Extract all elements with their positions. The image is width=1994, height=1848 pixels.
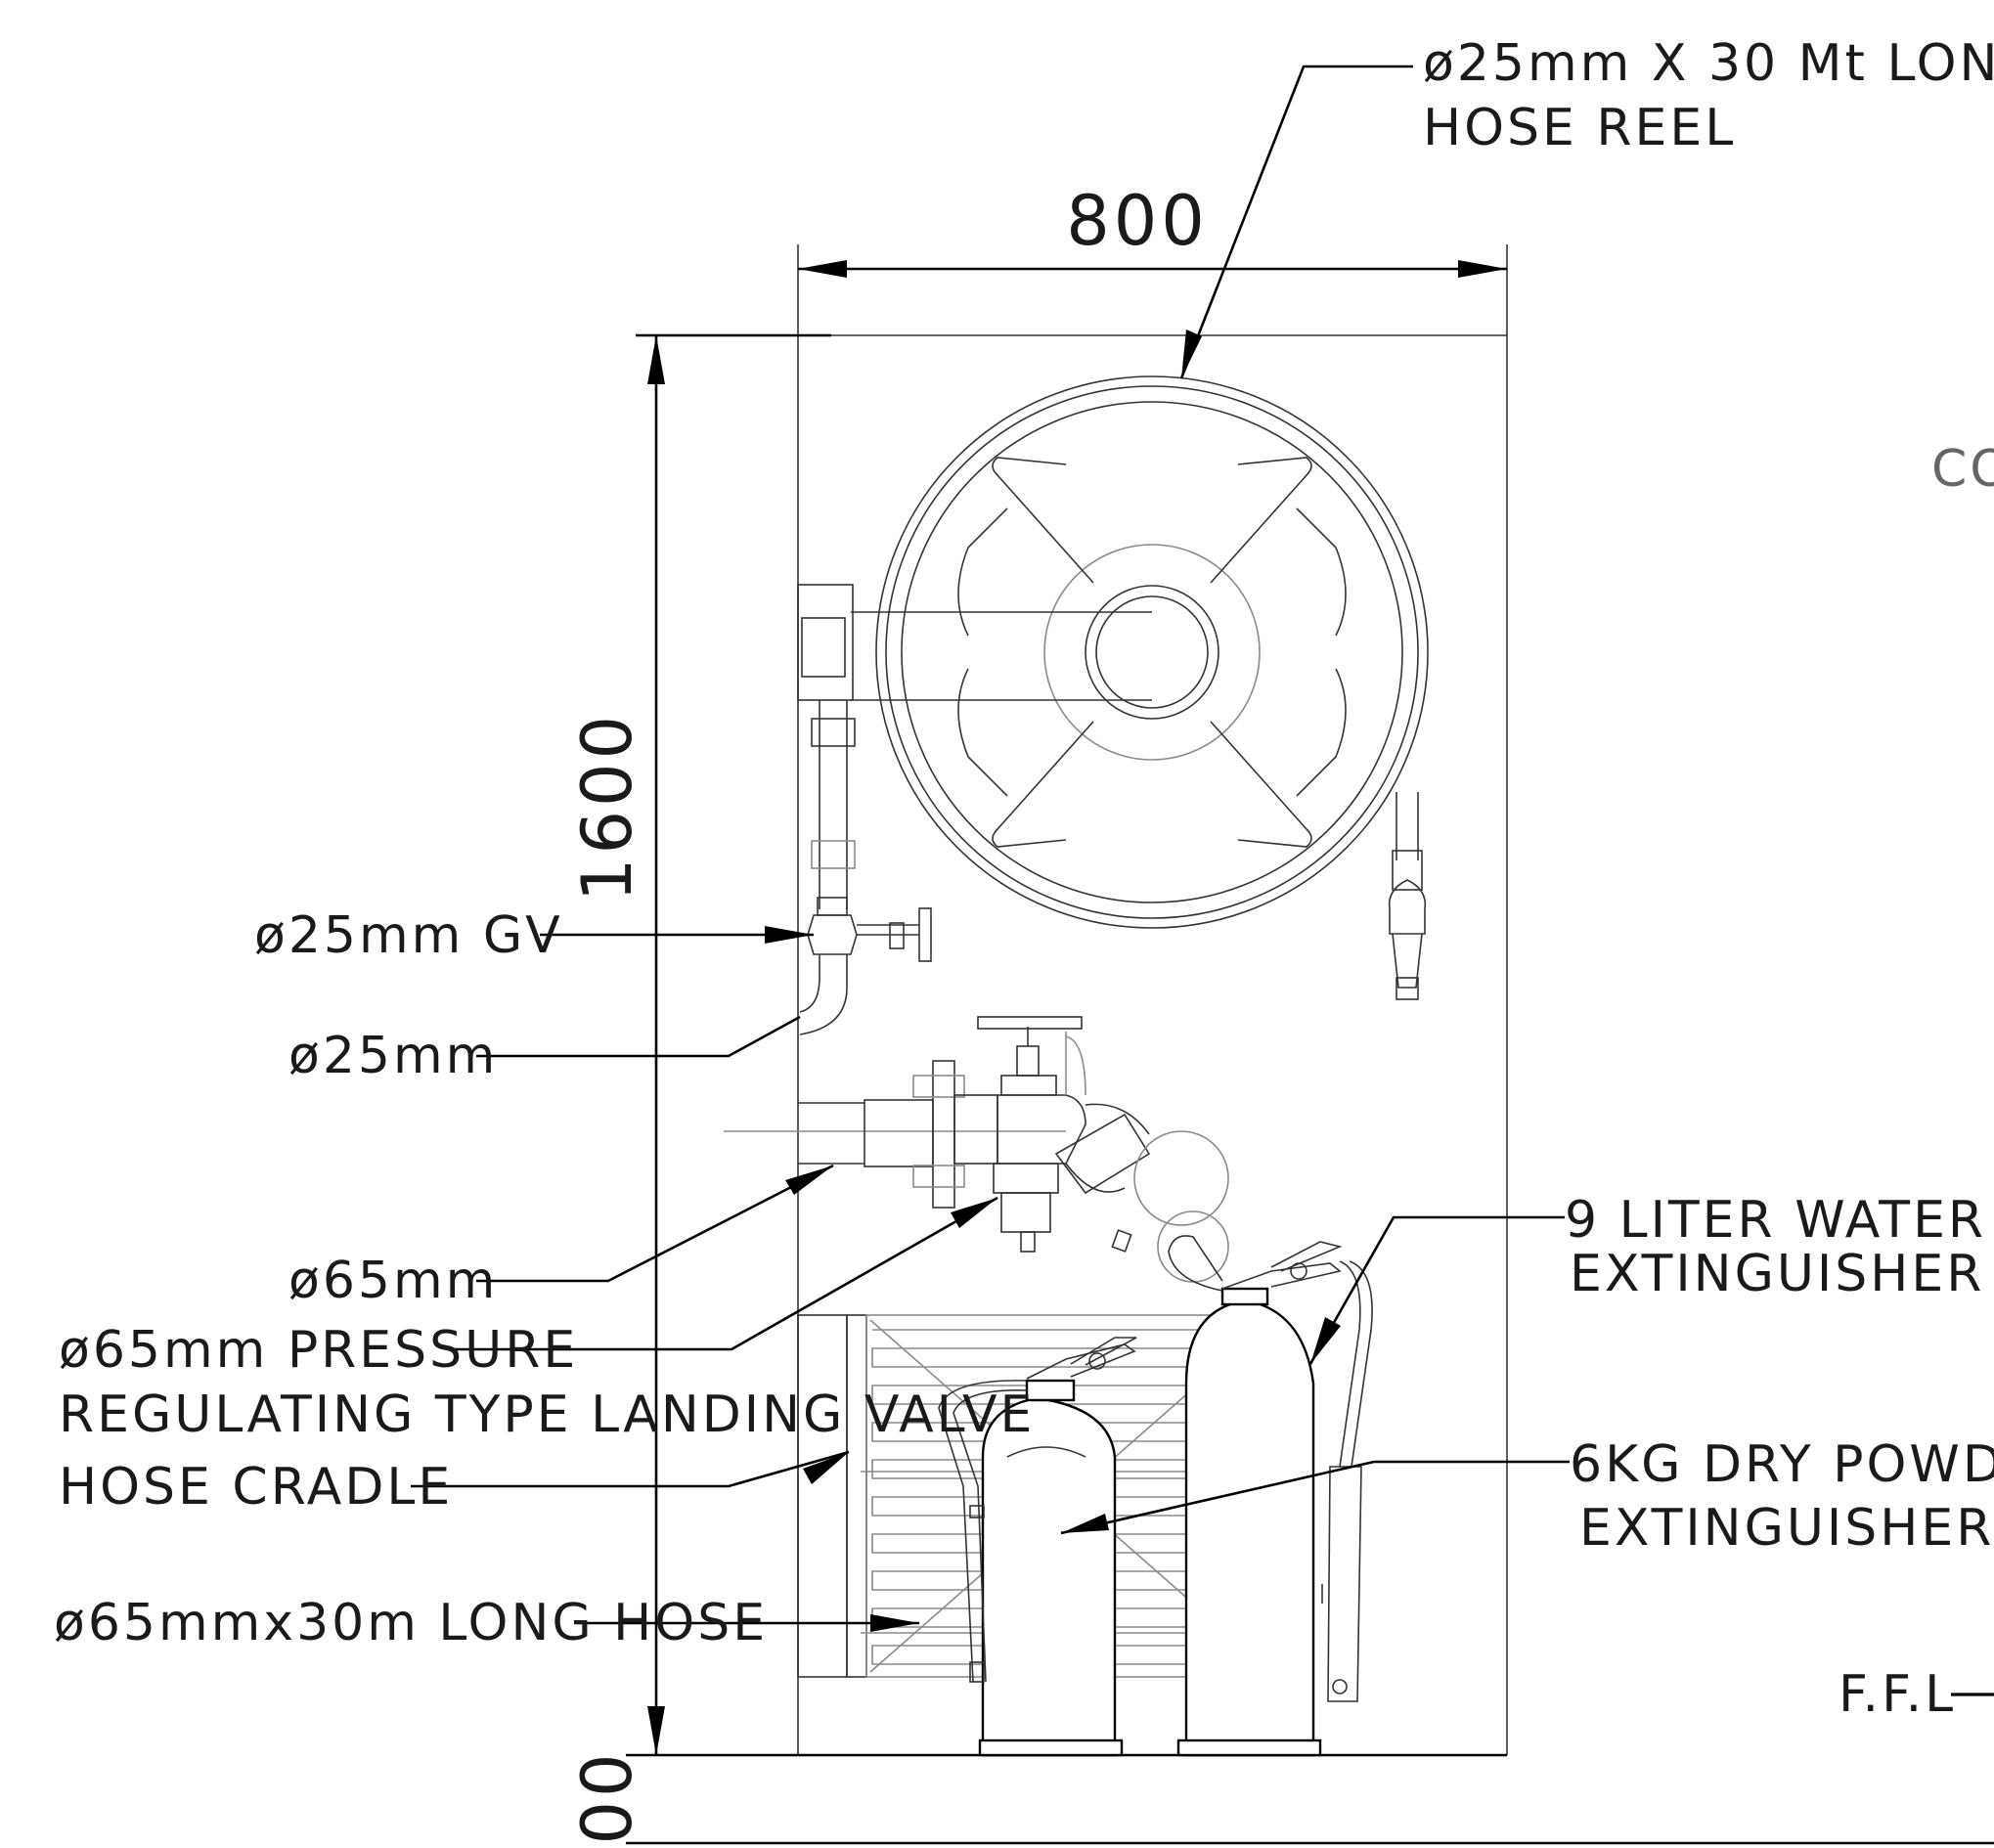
- hose-reel-label-line2: HOSE REEL: [1423, 99, 1736, 157]
- pipe-25-label: ø25mm: [288, 1027, 498, 1085]
- leader-long-hose: [577, 1614, 919, 1632]
- gate-valve-25mm: [799, 897, 932, 1035]
- landing-valve-65mm: [724, 1016, 1229, 1283]
- bottom-dimension-fragment: 00: [567, 1749, 647, 1844]
- water-extinguisher: [1168, 1235, 1373, 1757]
- water-extinguisher-label-line1: 9 LITER WATER: [1565, 1191, 1986, 1250]
- leader-powder-extinguisher: [1060, 1460, 1570, 1535]
- dry-powder-extinguisher: [938, 1337, 1137, 1757]
- height-dimension-value: 1600: [567, 712, 647, 902]
- leader-pipe-65: [476, 1164, 834, 1283]
- landing-valve-label-line1: ø65mm PRESSURE: [59, 1321, 578, 1380]
- landing-valve-label-line2: REGULATING TYPE LANDING VALVE: [59, 1386, 1035, 1444]
- leader-hose-cradle: [411, 1450, 850, 1488]
- leader-landing-valve: [448, 1196, 998, 1351]
- pipe-65-label: ø65mm: [288, 1252, 498, 1310]
- leader-hose-reel: [1179, 65, 1413, 379]
- powder-extinguisher-label-line1: 6KG DRY POWDER: [1570, 1435, 1994, 1494]
- hose-cradle-label: HOSE CRADLE: [59, 1458, 453, 1517]
- leader-water-extinguisher: [1308, 1215, 1565, 1365]
- water-extinguisher-label-line2: EXTINGUISHER: [1570, 1245, 1984, 1303]
- ffl-label: F.F.L: [1839, 1665, 1956, 1724]
- width-dimension-value: 800: [1066, 181, 1209, 261]
- powder-extinguisher-label-line2: EXTINGUISHER: [1579, 1499, 1994, 1558]
- width-dimension: 800: [798, 181, 1507, 278]
- hose-reel-label-line1: ø25mm X 30 Mt LONG: [1423, 34, 1994, 93]
- hose-reel: [797, 375, 1429, 1000]
- long-hose-label: ø65mmx30m LONG HOSE: [54, 1594, 768, 1652]
- leader-pipe-25: [476, 1015, 801, 1058]
- leader-gate-valve: [540, 926, 814, 944]
- height-dimension: 1600 00: [567, 333, 831, 1845]
- gate-valve-label: ø25mm GV: [254, 906, 563, 965]
- co-label-fragment: CO: [1931, 440, 1994, 499]
